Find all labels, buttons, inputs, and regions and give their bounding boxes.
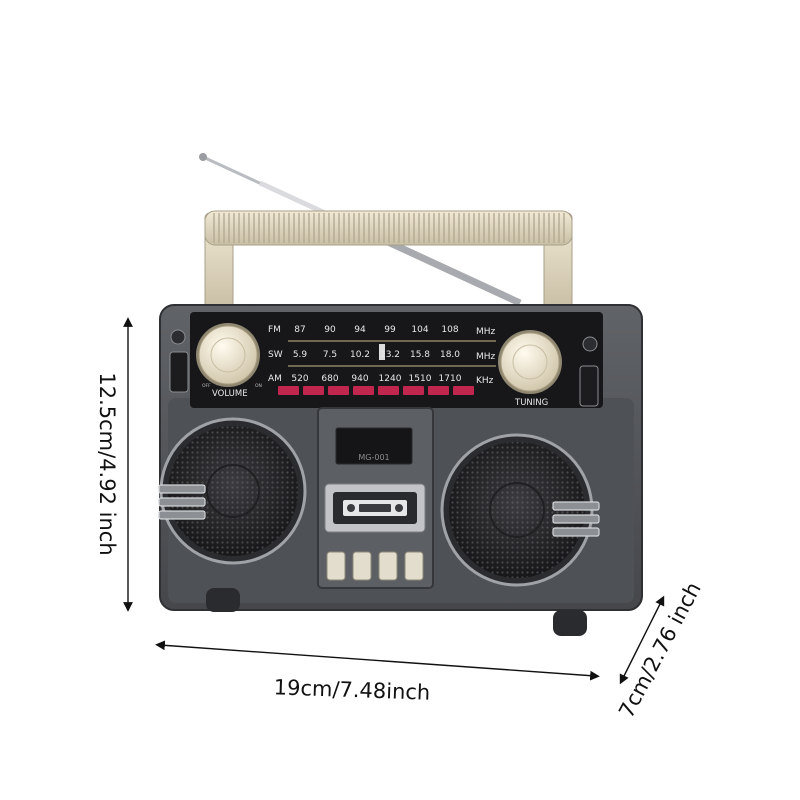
reel-icon [347,504,355,512]
band-label-sw: SW [268,350,283,360]
am-scale: 520 680 940 1240 1510 1710 [291,374,461,384]
sw-scale: 5.9 7.5 10.2 13.2 15.8 18.0 [293,350,460,360]
frequency-label: 1710 [439,374,462,384]
speaker-grille-right [552,501,600,537]
frequency-label: 13.2 [380,350,400,360]
frequency-label: 1240 [379,374,402,384]
height-dimension-label: 12.5cm/4.92 inch [95,372,119,556]
band-label-fm: FM [268,325,281,335]
speaker-right [440,433,600,587]
frequency-label: 15.8 [410,350,430,360]
band-label-am: AM [268,374,282,384]
cassette-buttons [326,551,424,581]
display-window [335,427,413,465]
frequency-label: 18.0 [440,350,460,360]
screw-icon [170,329,186,345]
unit-label-am: KHz [476,376,494,386]
frequency-label: 680 [321,374,338,384]
foot-right [553,610,587,636]
unit-label-fm: MHz [476,327,496,337]
fm-scale: 87 90 94 99 104 108 [294,325,459,335]
screw-icon [582,336,598,352]
frequency-label: 99 [384,325,396,335]
side-bracket-right [579,365,599,407]
frequency-label: 1510 [409,374,432,384]
frequency-label: 87 [294,325,305,335]
frequency-label: 104 [411,325,428,335]
reel-icon [395,504,403,512]
play-button[interactable] [352,551,372,581]
frequency-label: 5.9 [293,350,308,360]
depth-arrow [619,595,665,685]
speaker-left [158,417,307,565]
volume-label: VOLUME [212,389,248,399]
foot-left [206,588,240,612]
frequency-label: 520 [291,374,308,384]
volume-knob[interactable] [196,323,260,387]
signal-bars [278,386,474,395]
frequency-label: 94 [354,325,366,335]
side-bracket-left [169,351,189,393]
tuning-label: TUNING [514,398,548,408]
width-arrow [155,640,600,681]
off-label: OFF [202,383,211,389]
tuning-knob[interactable] [498,330,562,394]
unit-label-sw: MHz [476,352,496,362]
frequency-label: 90 [324,325,336,335]
speaker-grille-left [158,484,206,520]
frequency-label: 7.5 [323,350,337,360]
frequency-label: 940 [351,374,368,384]
forward-button[interactable] [378,551,398,581]
model-label: MG-001 [358,453,389,462]
carry-handle [204,210,573,309]
frequency-label: 10.2 [350,350,370,360]
on-label: ON [255,383,262,389]
rewind-button[interactable] [326,551,346,581]
tuning-panel [190,312,603,408]
stop-button[interactable] [404,551,424,581]
frequency-label: 108 [441,325,458,335]
